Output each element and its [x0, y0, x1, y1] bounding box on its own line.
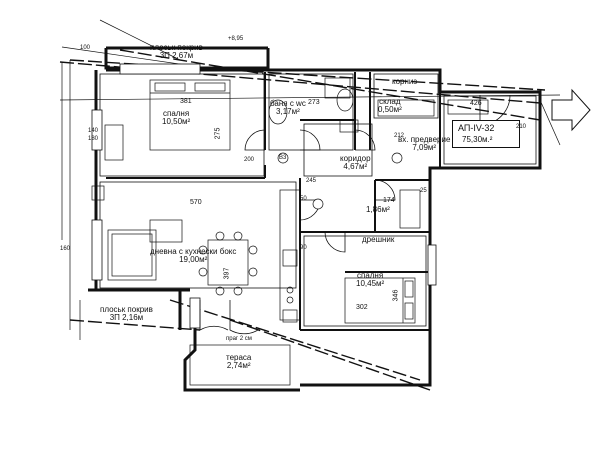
dim-100: 100 — [80, 45, 91, 51]
flat-roof-bottom-label: плоськ покрив 3П 2,16м — [100, 306, 153, 322]
cornice-label: корниз — [392, 77, 418, 86]
circle-tags — [277, 152, 403, 210]
apartment-code: АП-IV-32 — [458, 123, 495, 133]
bathroom-label: баня с wc 3,17м² — [270, 100, 306, 116]
dim-210: 210 — [516, 124, 527, 130]
living-name: дневна с кухнески бокс — [150, 247, 237, 256]
dim-212: 212 — [394, 133, 405, 139]
bathroom-name: баня с wc — [270, 99, 306, 108]
apartment-area: 75,30м.² — [462, 135, 493, 144]
flat-roof-top-label: плоськ покрив 3П 2,67м — [150, 44, 203, 60]
bedroom1-name: спалня — [162, 109, 190, 118]
closet-dim: 174 — [383, 197, 395, 204]
dim-180: 180 — [88, 136, 99, 142]
entrance-arrow-icon — [551, 88, 591, 132]
corridor-name: коридор — [340, 154, 371, 163]
storage-name: склад — [379, 97, 401, 106]
dim-200: 200 — [244, 157, 255, 163]
living-dim-top: 570 — [190, 199, 202, 206]
furniture — [91, 77, 489, 386]
dim-160: 160 — [60, 246, 71, 252]
dim-25: 25 — [420, 188, 427, 194]
bedroom1-label: спалня 10,50м² — [162, 110, 190, 126]
hall-name: вх. предверие — [398, 135, 451, 144]
hall-label: вх. предверие 7,09м² — [398, 136, 450, 152]
flat-roof-top-area: 3П 2,67м — [159, 51, 194, 60]
hall-dim: 426 — [470, 100, 482, 107]
level-mark: +8,95 — [228, 36, 244, 42]
corridor-label: коридор 4,67м² — [340, 155, 371, 171]
terrace-area: 2,74м² — [226, 361, 251, 370]
parapet-note: праг 2 см — [226, 336, 252, 342]
bathroom-dim: 273 — [308, 99, 320, 106]
wardrobe-label: дрешник — [362, 236, 394, 244]
storage-area: 0,50м² — [378, 105, 402, 114]
living-area: 19,00м² — [179, 255, 208, 264]
flat-roof-bottom-area: 3П 2,16м — [109, 313, 144, 322]
flat-roof-top-name: плоськ покрив — [150, 43, 203, 52]
hall-area: 7,09м² — [412, 143, 437, 152]
bedroom2-dim-side: 346 — [392, 289, 400, 302]
closet-label: 1,86м² — [366, 206, 390, 214]
corridor-area: 4,67м² — [343, 162, 368, 171]
wardrobe-name: дрешник — [362, 235, 395, 244]
windows — [91, 63, 437, 329]
bathroom-area: 3,17м² — [276, 107, 300, 116]
bedroom2-area: 10,45м² — [356, 279, 385, 288]
terrace-name: тераса — [226, 353, 252, 362]
bedroom2-dim-bottom: 302 — [356, 304, 368, 311]
bedroom1-area: 10,50м² — [162, 117, 191, 126]
terrace-label: тераса 2,74м² — [226, 354, 251, 370]
bedroom1-dim-side: 275 — [214, 127, 222, 140]
apartment-box — [452, 120, 520, 148]
dim-90: 90 — [300, 245, 307, 251]
living-dim-side: 397 — [223, 267, 231, 280]
living-label: дневна с кухнески бокс 19,00м² — [150, 248, 236, 264]
dim-140: 140 — [88, 128, 99, 134]
bedroom2-label: спалня 10,45м² — [356, 272, 384, 288]
dim-50: 50 — [300, 196, 307, 202]
dim-245: 245 — [306, 178, 317, 184]
storage-label: склад 0,50м² — [378, 98, 402, 114]
tag-b3: B3 — [279, 155, 287, 161]
closet-area: 1,86м² — [366, 205, 390, 214]
flat-roof-bottom-name: плоськ покрив — [100, 305, 153, 314]
bedroom2-name: спалня — [356, 271, 384, 280]
bedroom1-dim-top: 381 — [180, 98, 192, 105]
